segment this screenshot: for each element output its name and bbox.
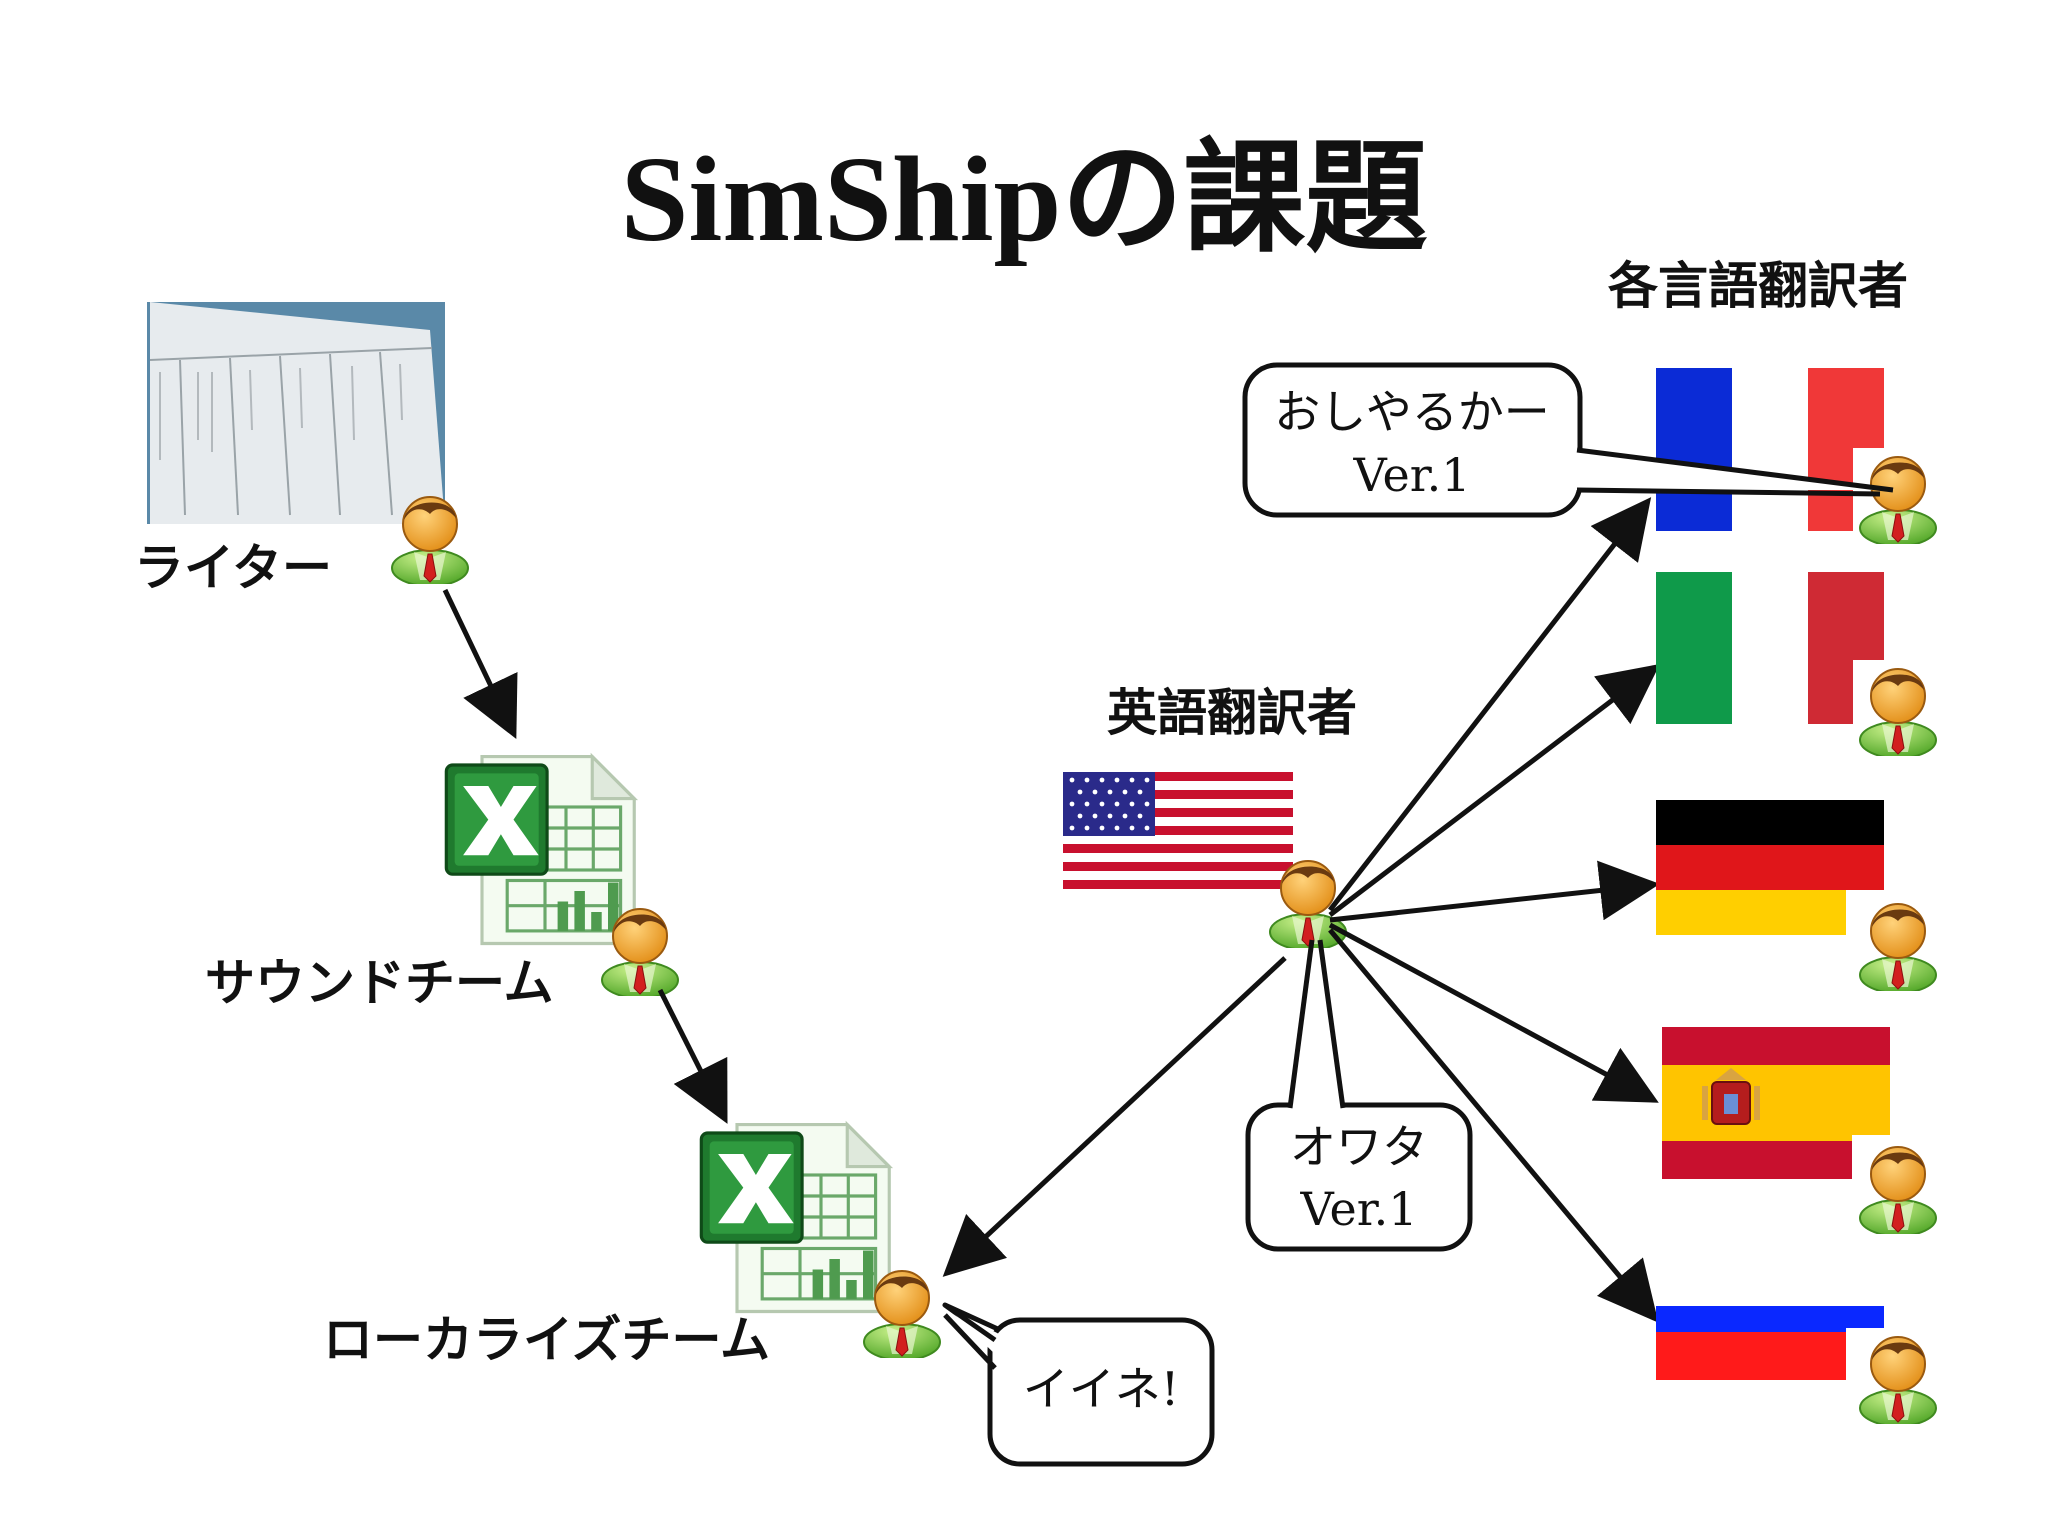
arrow-english-to-localize [942,956,1287,1277]
writer-label: ライター [134,538,332,597]
arrow-to-spanish [1328,922,1659,1103]
localize-team-label: ローカライズチーム [323,1310,770,1369]
arrow-to-german [1329,860,1660,923]
french-speech-bubble: おしやるかー Ver.1 [1242,362,1895,518]
done-bubble-line2: Ver.1 [1299,1182,1417,1236]
english-translator-label: 英語翻訳者 [1107,683,1357,742]
usa-flag [1063,772,1293,892]
nice-bubble-text: イイネ! [1023,1362,1180,1416]
french-bubble-line1: おしやるかー [1274,385,1550,439]
italy-flag [1656,572,1903,730]
translators-each-lang-label: 各言語翻訳者 [1608,256,1908,315]
sound-excel-icon [444,755,636,946]
french-bubble-line2: Ver.1 [1352,448,1470,502]
nice-speech-bubble: イイネ! [942,1302,1215,1467]
done-bubble-line1: オワタ [1290,1120,1428,1174]
arrow-to-italian [1328,663,1660,917]
arrow-writer-to-sound [442,588,518,740]
done-speech-bubble: オワタ Ver.1 [1245,939,1473,1252]
arrow-to-russian [1328,928,1659,1323]
page-title: SimShipの課題 [621,132,1428,267]
arrow-sound-to-localize [657,988,728,1124]
arrows-to-languages [1328,497,1660,1323]
arrow-to-french [1328,497,1652,912]
spain-coat-of-arms-icon [1702,1068,1760,1125]
france-flag [1656,368,1903,538]
spain-flag [1662,1027,1912,1185]
sound-team-label: サウンドチーム [205,953,554,1012]
russia-flag [1656,1280,1906,1383]
document-photo [147,302,445,524]
germany-flag [1656,800,1906,940]
localize-excel-icon [699,1123,891,1314]
